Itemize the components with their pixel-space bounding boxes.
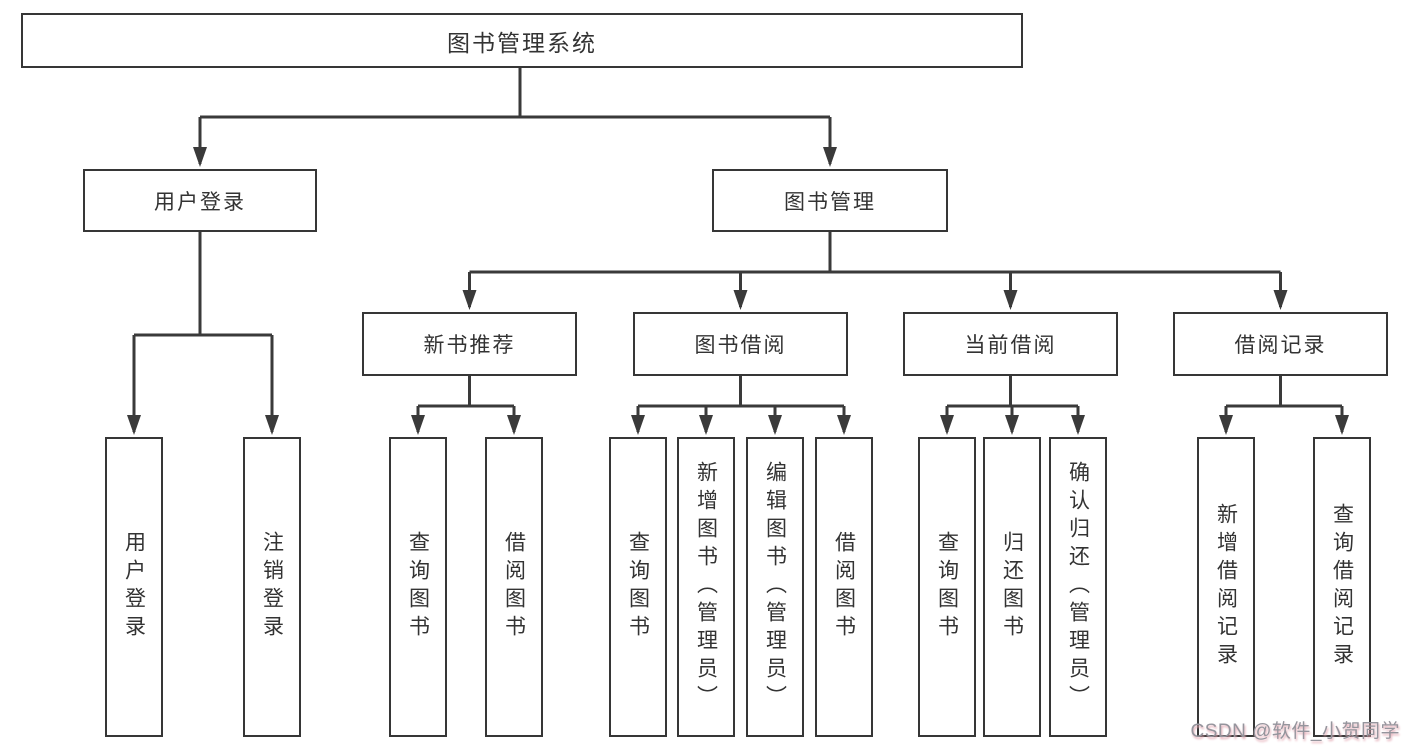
node-book-management: 图书管理: [712, 169, 948, 232]
leaf-logout: 注销登录: [243, 437, 301, 737]
leaf-records-add-record: 新增借阅记录: [1197, 437, 1255, 737]
node-label: 确认归还（管理员）: [1066, 461, 1090, 713]
leaf-user-login: 用户登录: [105, 437, 163, 737]
node-label: 新书推荐: [423, 334, 516, 357]
node-label: 注销登录: [260, 531, 284, 643]
node-label: 当前借阅: [964, 334, 1057, 357]
node-label: 借阅图书: [832, 531, 856, 643]
leaf-recommend-borrow-books: 借阅图书: [485, 437, 543, 737]
node-label: 用户登录: [154, 190, 246, 214]
node-label: 借阅图书: [502, 531, 526, 643]
leaf-borrow-edit-books-admin: 编辑图书（管理员）: [746, 437, 804, 737]
node-label: 新增图书（管理员）: [694, 461, 718, 713]
leaf-current-confirm-return-admin: 确认归还（管理员）: [1049, 437, 1107, 737]
node-label: 归还图书: [1000, 531, 1024, 643]
node-label: 图书借阅: [694, 334, 787, 357]
node-label: 查询图书: [406, 531, 430, 643]
node-label: 编辑图书（管理员）: [763, 461, 787, 713]
node-label: 用户登录: [122, 531, 146, 643]
node-book-borrow: 图书借阅: [633, 312, 848, 376]
node-user-login: 用户登录: [83, 169, 317, 232]
leaf-borrow-borrow-books: 借阅图书: [815, 437, 873, 737]
leaf-current-return-books: 归还图书: [983, 437, 1041, 737]
node-label: 图书管理系统: [447, 29, 597, 56]
leaf-borrow-add-books-admin: 新增图书（管理员）: [677, 437, 735, 737]
connector-paths: [132, 68, 1344, 432]
node-label: 图书管理: [784, 190, 876, 214]
node-label: 新增借阅记录: [1214, 503, 1238, 671]
node-label: 查询图书: [626, 531, 650, 643]
node-label: 查询图书: [935, 531, 959, 643]
leaf-records-query-record: 查询借阅记录: [1313, 437, 1371, 737]
leaf-borrow-query-books: 查询图书: [609, 437, 667, 737]
node-new-book-recommend: 新书推荐: [362, 312, 577, 376]
node-label: 查询借阅记录: [1330, 503, 1354, 671]
leaf-recommend-query-books: 查询图书: [389, 437, 447, 737]
node-label: 借阅记录: [1234, 334, 1327, 357]
leaf-current-query-books: 查询图书: [918, 437, 976, 737]
arrowheads: [127, 147, 1349, 435]
node-current-borrow: 当前借阅: [903, 312, 1118, 376]
node-root-system: 图书管理系统: [21, 13, 1023, 68]
node-borrow-records: 借阅记录: [1173, 312, 1388, 376]
